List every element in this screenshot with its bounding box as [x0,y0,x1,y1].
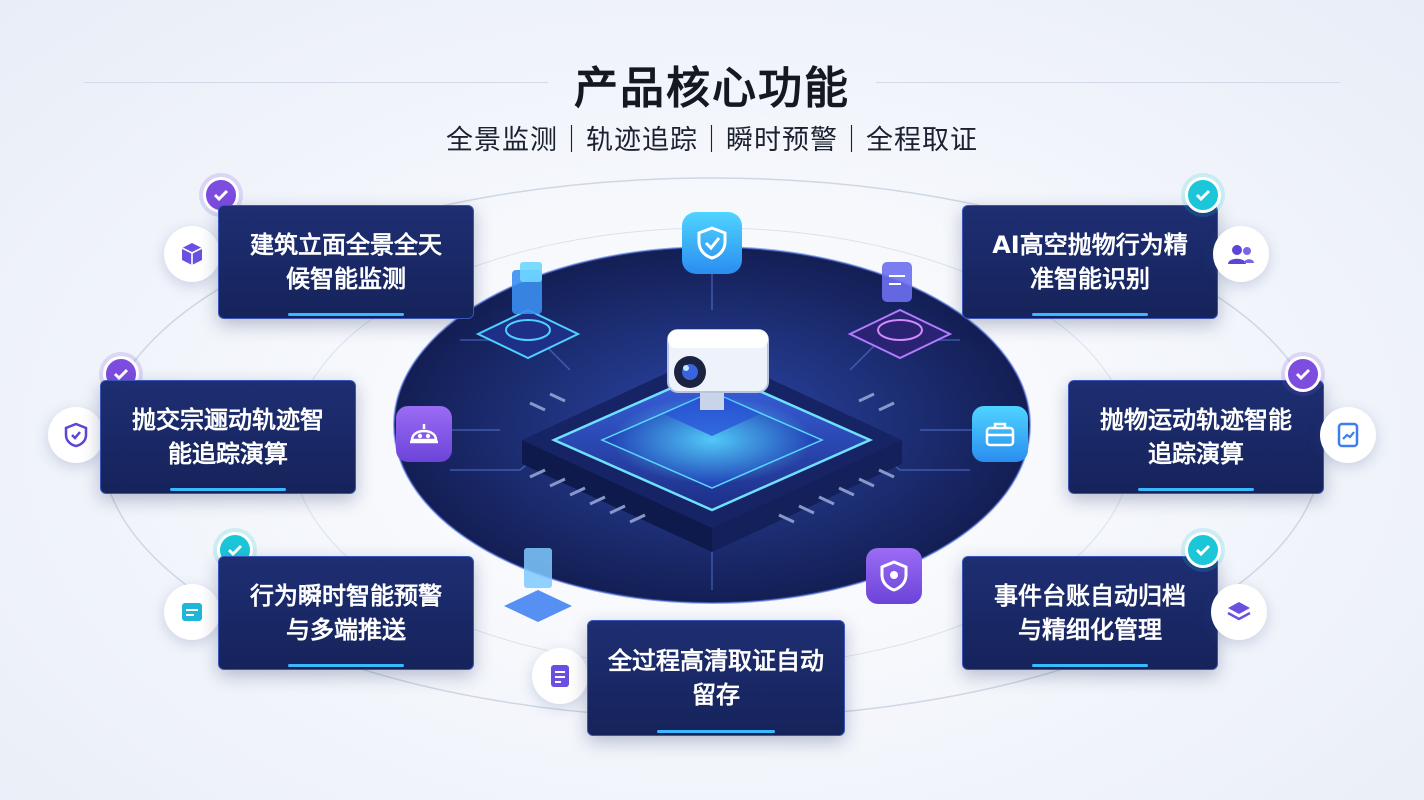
window-icon [182,603,202,621]
hub-shield-tile [682,212,742,274]
right-pedestal [847,262,953,360]
feature-4-text: 抛物运动轨迹智能追踪演算 [1100,406,1292,468]
briefcase-tile [972,406,1028,462]
feature-7-text: 全过程高清取证自动留存 [608,647,824,709]
check-icon [113,368,129,381]
shield-icon [64,422,88,448]
layers-icon [1227,602,1251,621]
check-icon [213,189,229,202]
robot-tile [396,406,452,462]
check-icon [227,544,243,557]
check-icon [1195,189,1211,202]
left-pedestal [475,262,581,360]
feature-3-text: 抛交宗逦动轨迹智能追踪演算 [132,406,324,468]
feature-4-check [1285,356,1321,392]
lower-shield-tile [866,548,922,604]
feature-2-icon-badge [1213,226,1269,282]
document-icon [551,665,569,687]
feature-6-text: 事件台账自动归档与精细化管理 [994,582,1186,644]
feature-5-icon-badge [164,584,220,640]
feature-card-3: 抛交宗逦动轨迹智能追踪演算 [100,380,356,494]
feature-1-text: 建筑立面全景全天候智能监测 [250,231,442,293]
feature-6-check [1185,532,1221,568]
feature-card-1: 建筑立面全景全天候智能监测 [218,205,474,319]
page-title: 产品核心功能 [574,63,850,114]
cube-icon [181,243,203,265]
feature-5-text: 行为瞬时智能预警与多端推送 [250,582,442,644]
security-camera-icon [664,329,769,436]
feature-card-5: 行为瞬时智能预警与多端推送 [218,556,474,670]
check-icon [1195,544,1211,557]
feature-1-icon-badge [164,226,220,282]
feature-2-check [1185,177,1221,213]
chip [522,352,902,552]
users-icon [1228,245,1254,264]
shield-check-icon [697,226,727,260]
title-line-right [876,82,1340,83]
lower-left-blocks [504,548,572,622]
page-subtitle: 全景监测｜轨迹追踪｜瞬时预警｜全程取证 [446,125,978,156]
robot-icon [410,424,438,444]
document-chart-icon [1337,422,1359,448]
briefcase-icon [985,422,1015,447]
feature-2-text: AI高空抛物行为精准智能识别 [992,231,1188,293]
feature-card-7: 全过程高清取证自动留存 [587,620,845,736]
feature-card-4: 抛物运动轨迹智能追踪演算 [1068,380,1324,494]
shield-icon [880,560,908,592]
check-icon [1295,368,1311,381]
title-line-left [84,82,548,83]
feature-7-icon-badge [532,648,588,704]
feature-4-icon-badge [1320,407,1376,463]
feature-6-icon-badge [1211,584,1267,640]
feature-3-icon-badge [48,407,104,463]
feature-card-6: 事件台账自动归档与精细化管理 [962,556,1218,670]
feature-card-2: AI高空抛物行为精准智能识别 [962,205,1218,319]
